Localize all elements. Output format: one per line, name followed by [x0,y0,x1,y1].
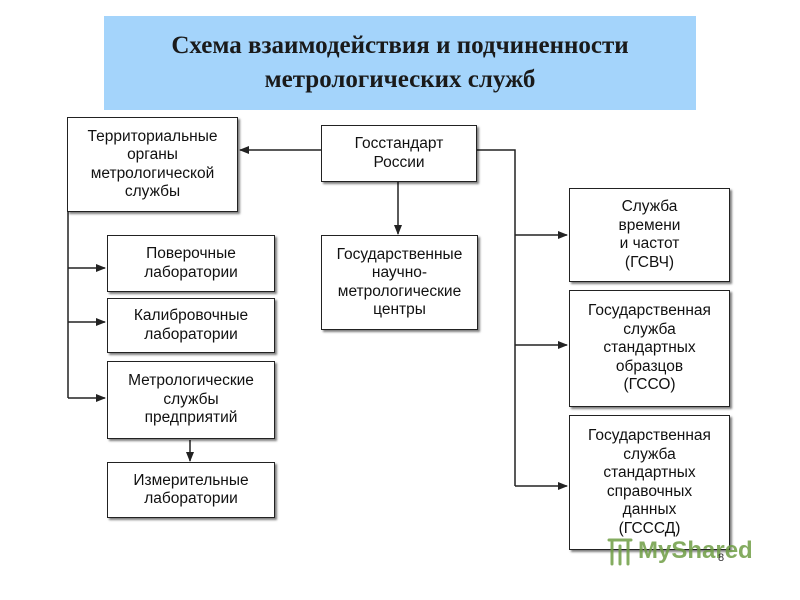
node-territorial-line: органы [127,146,178,163]
node-gosstandart-line: Госстандарт [354,135,444,152]
node-time-frequency-line: времени [618,216,681,234]
node-territorial-line: службы [124,183,181,200]
node-standard-samples-line: служба [623,320,676,338]
node-enterprise-line: службы [163,390,219,408]
node-standard-samples-line: стандартных [603,339,696,357]
node-reference-data-line: стандартных [603,464,696,481]
title-banner: Схема взаимодействия и подчиненности мет… [104,16,696,110]
node-standard-samples-line: образцов [615,357,684,375]
node-reference-data-line: Государственная [588,427,711,444]
node-gosstandart-line: России [373,153,425,171]
node-standard-samples-line: Государственная [588,302,711,320]
node-time-frequency-service: Служба времени и частот (ГСВЧ) [569,188,730,282]
node-reference-data-service: Государственная служба стандартных справ… [569,415,730,550]
node-verification-line: Поверочные [146,245,236,262]
node-reference-data-line: справочных [606,482,693,500]
node-enterprise-line: Метрологические [128,372,254,390]
watermark-text: MyShared [638,537,753,564]
node-research-line: центры [373,301,426,318]
node-standard-samples-line: (ГССО) [623,376,676,394]
node-reference-data-line: данных [622,501,677,518]
title-line-2: метрологических служб [264,66,536,93]
node-territorial-line: Территориальные [87,127,218,145]
node-calibration-line: Калибровочные [133,307,249,324]
watermark-icon [607,538,633,566]
node-verification-line: лаборатории [144,263,238,281]
node-enterprise-services: Метрологические службы предприятий [107,361,275,439]
node-time-frequency-line: (ГСВЧ) [624,253,675,271]
node-calibration-line: лаборатории [144,325,238,343]
node-territorial-organs: Территориальные органы метрологической с… [67,117,238,212]
node-time-frequency-line: Служба [621,198,678,215]
node-territorial-line: метрологической [90,164,215,182]
node-research-line: метрологические [337,282,462,300]
node-verification-labs: Поверочные лаборатории [107,235,275,292]
node-measurement-line: лаборатории [144,490,238,507]
node-research-line: Государственные [336,245,463,263]
title-line-1: Схема взаимодействия и подчиненности [171,32,629,59]
page-number: 8 [718,552,725,564]
node-gosstandart: Госстандарт России [321,125,477,182]
watermark-logo: MyShared [606,536,753,566]
node-research-line: научно- [371,264,428,281]
node-calibration-labs: Калибровочные лаборатории [107,298,275,353]
node-research-centers: Государственные научно- метрологические … [321,235,478,330]
right-branch-trunk [477,149,516,486]
node-reference-data-line: служба [623,445,676,463]
node-standard-samples-service: Государственная служба стандартных образ… [569,290,730,407]
node-time-frequency-line: и частот [619,235,680,252]
node-enterprise-line: предприятий [144,409,238,427]
node-reference-data-line: (ГСССД) [618,519,681,537]
node-measurement-line: Измерительные [133,471,249,489]
node-measurement-labs: Измерительные лаборатории [107,462,275,518]
